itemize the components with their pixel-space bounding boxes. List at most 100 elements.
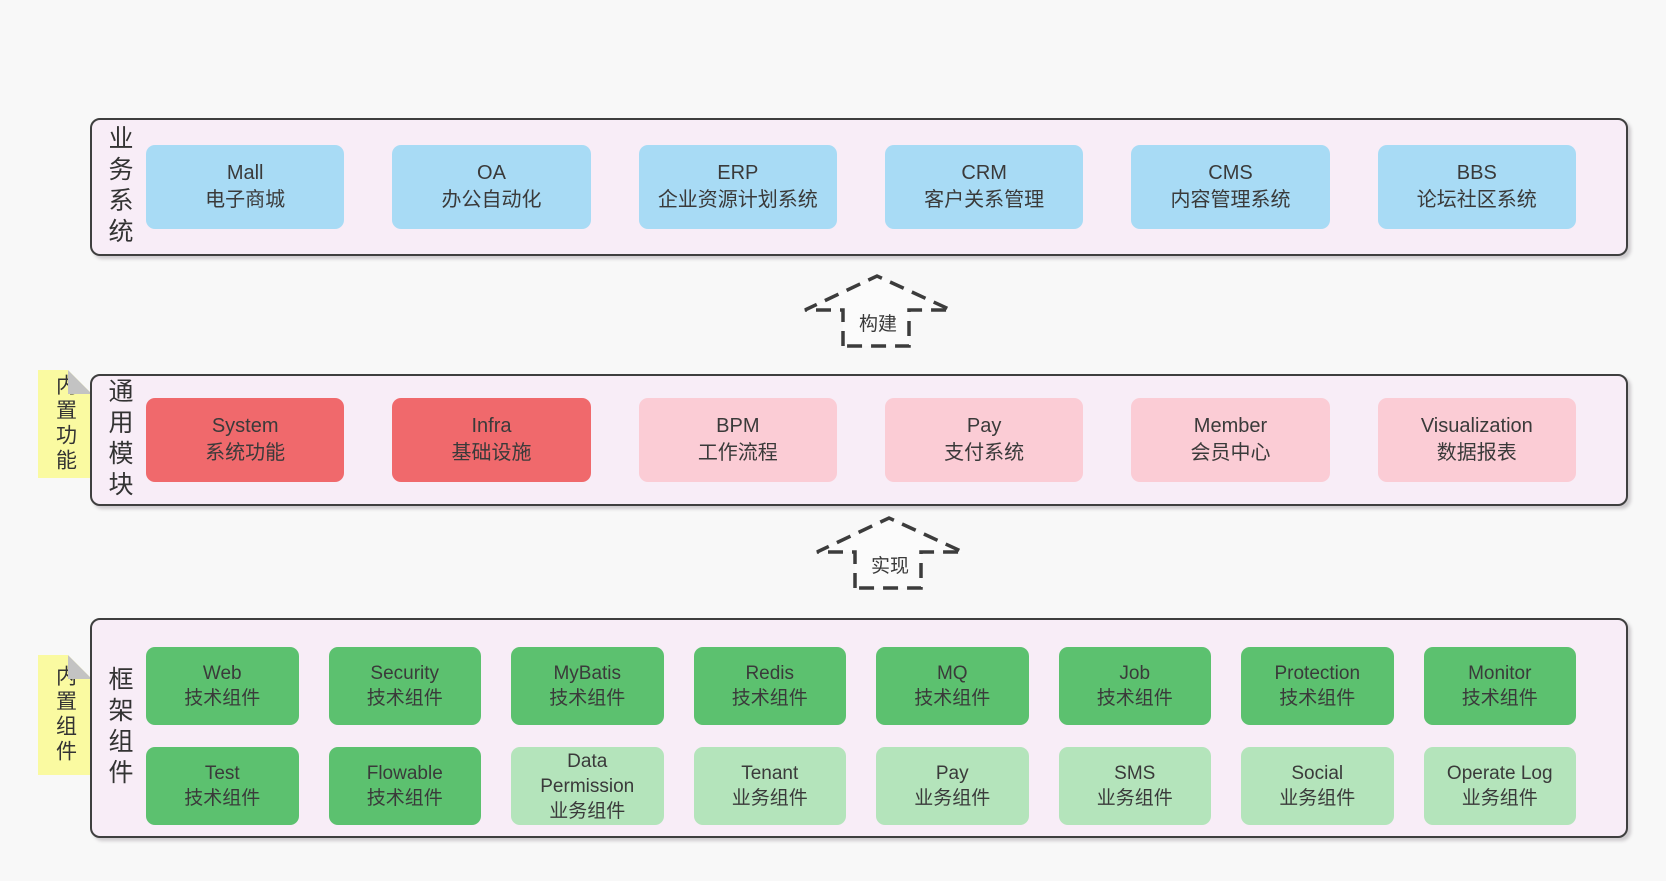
box-title: MQ <box>936 663 968 684</box>
box-title: Redis <box>745 663 795 684</box>
box-title: Job <box>1119 663 1151 684</box>
box-subtitle: 技术组件 <box>914 688 991 709</box>
box-bpm: BPM 工作流程 <box>638 398 837 482</box>
box-subtitle: 基础设施 <box>451 442 532 464</box>
box-redis: Redis 技术组件 <box>693 647 846 725</box>
box-subtitle: 内容管理系统 <box>1170 189 1291 211</box>
box-subtitle: 业务组件 <box>914 788 991 809</box>
box-subtitle: 业务组件 <box>549 800 626 822</box>
box-oa: OA 办公自动化 <box>392 145 591 229</box>
box-subtitle: 业务组件 <box>1461 788 1538 809</box>
box-subtitle: 技术组件 <box>1461 688 1538 709</box>
box-web: Web 技术组件 <box>146 647 299 725</box>
layer-framework-components: 框架组件 Web 技术组件 Security 技术组件 MyBatis 技术组件… <box>90 618 1628 838</box>
box-title: Infra <box>471 415 512 437</box>
arrow-label: 实现 <box>867 550 913 579</box>
box-operate-log: Operate Log 业务组件 <box>1423 747 1576 825</box>
note-fold-icon <box>68 655 92 679</box>
box-title: Data Permission <box>540 750 635 797</box>
box-system: System 系统功能 <box>146 398 345 482</box>
note-fold-icon <box>68 370 92 394</box>
box-monitor: Monitor 技术组件 <box>1423 647 1576 725</box>
box-mq: MQ 技术组件 <box>876 647 1029 725</box>
box-subtitle: 技术组件 <box>1279 688 1356 709</box>
box-title: Mall <box>226 162 264 184</box>
box-title: Social <box>1291 763 1344 784</box>
box-subtitle: 论坛社区系统 <box>1416 189 1537 211</box>
box-subtitle: 电子商城 <box>205 189 286 211</box>
component-boxes-grid: Web 技术组件 Security 技术组件 MyBatis 技术组件 Redi… <box>146 619 1626 837</box>
box-mall: Mall 电子商城 <box>146 145 345 229</box>
box-job: Job 技术组件 <box>1058 647 1211 725</box>
box-subtitle: 业务组件 <box>1279 788 1356 809</box>
box-protection: Protection 技术组件 <box>1241 647 1394 725</box>
box-title: SMS <box>1114 763 1156 784</box>
box-subtitle: 业务组件 <box>1096 788 1173 809</box>
box-crm: CRM 客户关系管理 <box>884 145 1084 229</box>
box-title: Test <box>204 763 240 784</box>
box-subtitle: 客户关系管理 <box>924 189 1045 211</box>
box-title: Member <box>1193 415 1268 437</box>
sticky-note-built-in-features: 内置功能 <box>38 370 92 478</box>
layer-common-modules: 通用模块 System 系统功能 Infra 基础设施 BPM 工作流程 Pay… <box>90 374 1628 506</box>
box-tenant: Tenant 业务组件 <box>693 747 846 825</box>
arrow-build: 构建 <box>803 274 953 348</box>
box-subtitle: 会员中心 <box>1190 442 1271 464</box>
box-pay-component: Pay 业务组件 <box>876 747 1029 825</box>
box-subtitle: 技术组件 <box>549 688 626 709</box>
box-subtitle: 业务组件 <box>731 788 808 809</box>
sticky-note-built-in-components: 内置组件 <box>38 655 92 775</box>
box-infra: Infra 基础设施 <box>392 398 591 482</box>
box-subtitle: 技术组件 <box>1096 688 1173 709</box>
box-sms: SMS 业务组件 <box>1058 747 1211 825</box>
box-title: Monitor <box>1468 663 1532 684</box>
arrow-label: 构建 <box>855 308 901 337</box>
box-title: System <box>211 415 279 437</box>
component-row-1: Web 技术组件 Security 技术组件 MyBatis 技术组件 Redi… <box>146 647 1576 725</box>
box-title: CRM <box>961 162 1007 184</box>
box-title: OA <box>477 162 506 184</box>
box-title: Visualization <box>1420 415 1533 437</box>
box-title: Security <box>370 663 440 684</box>
box-security: Security 技术组件 <box>328 647 481 725</box>
module-boxes-row: System 系统功能 Infra 基础设施 BPM 工作流程 Pay 支付系统… <box>146 398 1626 482</box>
box-title: BPM <box>716 415 760 437</box>
component-row-2: Test 技术组件 Flowable 技术组件 Data Permission … <box>146 747 1576 825</box>
box-title: Tenant <box>741 763 799 784</box>
arrow-implement: 实现 <box>815 516 965 590</box>
box-title: MyBatis <box>553 663 622 684</box>
note-text: 内置功能 <box>53 374 77 474</box>
box-cms: CMS 内容管理系统 <box>1131 145 1330 229</box>
layer-label-modules: 通用模块 <box>105 378 133 502</box>
box-subtitle: 系统功能 <box>205 442 286 464</box>
box-title: Pay <box>935 763 969 784</box>
box-visualization: Visualization 数据报表 <box>1377 398 1576 482</box>
box-test: Test 技术组件 <box>146 747 299 825</box>
layer-label-components: 框架组件 <box>105 666 133 790</box>
layer-label-business: 业务系统 <box>105 125 133 249</box>
box-data-permission: Data Permission 业务组件 <box>511 747 664 825</box>
box-flowable: Flowable 技术组件 <box>328 747 481 825</box>
box-social: Social 业务组件 <box>1241 747 1394 825</box>
box-subtitle: 技术组件 <box>366 788 443 809</box>
box-title: ERP <box>717 162 759 184</box>
box-title: CMS <box>1208 162 1253 184</box>
box-erp: ERP 企业资源计划系统 <box>638 145 837 229</box>
box-pay: Pay 支付系统 <box>884 398 1084 482</box>
box-title: Flowable <box>366 763 443 784</box>
box-title: Web <box>202 663 242 684</box>
box-title: Operate Log <box>1446 763 1553 784</box>
box-member: Member 会员中心 <box>1131 398 1330 482</box>
box-subtitle: 技术组件 <box>184 788 261 809</box>
box-subtitle: 技术组件 <box>366 688 443 709</box>
box-subtitle: 技术组件 <box>184 688 261 709</box>
box-subtitle: 工作流程 <box>697 442 778 464</box>
box-title: BBS <box>1456 162 1497 184</box>
box-subtitle: 支付系统 <box>944 442 1025 464</box>
box-subtitle: 技术组件 <box>731 688 808 709</box>
box-subtitle: 企业资源计划系统 <box>657 189 818 211</box>
box-bbs: BBS 论坛社区系统 <box>1377 145 1576 229</box>
business-boxes-row: Mall 电子商城 OA 办公自动化 ERP 企业资源计划系统 CRM 客户关系… <box>146 145 1626 229</box>
box-title: Protection <box>1274 663 1361 684</box>
